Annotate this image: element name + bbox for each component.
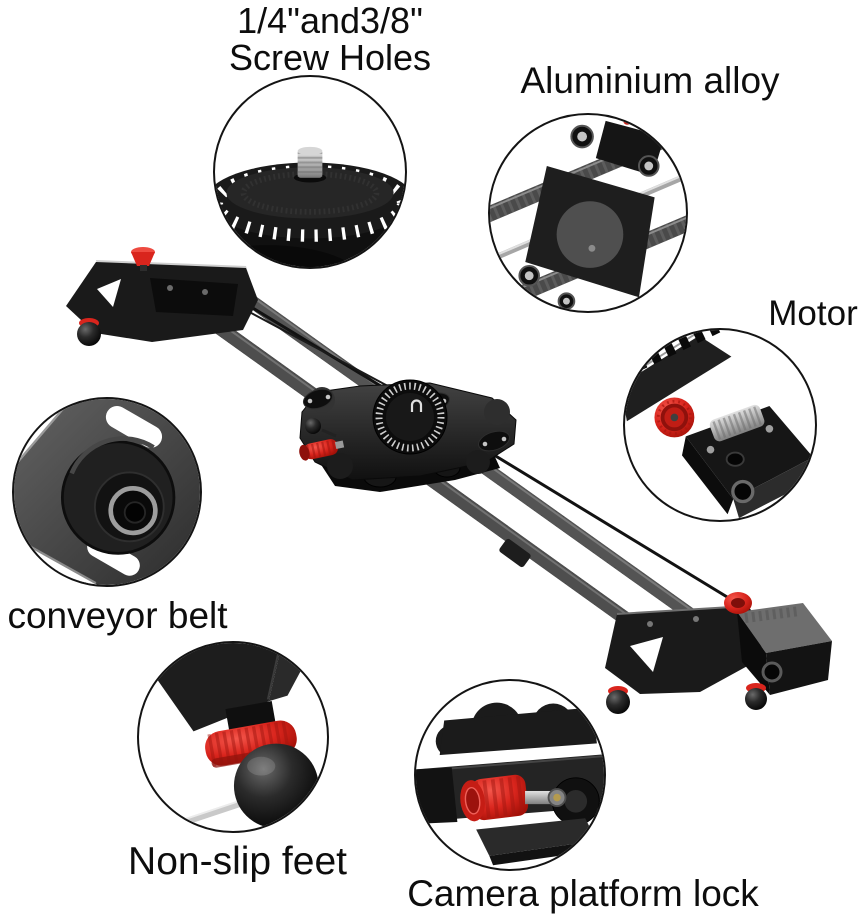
callout-circle-aluminium (488, 113, 688, 313)
left-ball-foot (77, 322, 101, 346)
slider-right-end-bracket (605, 592, 832, 714)
callout-circle-non-slip-feet (137, 641, 329, 833)
screw-mount-close-up (215, 146, 405, 267)
motor-close-up (625, 330, 814, 519)
callout-label-screw-holes: 1/4"and3/8" Screw Holes (170, 2, 490, 76)
platform-lock-close-up (416, 702, 604, 866)
callout-circle-conveyor-belt (12, 397, 202, 587)
motor-box (737, 603, 832, 653)
callout-circle-motor (623, 328, 817, 522)
right-ball-foot-1 (606, 690, 630, 714)
screw-holes-label-line2: Screw Holes (228, 37, 432, 79)
callout-label-aluminium: Aluminium alloy (520, 60, 780, 101)
callout-circle-camera-platform-lock (414, 679, 606, 871)
non-slip-foot-close-up (154, 643, 319, 831)
right-ball-foot-2 (745, 688, 767, 710)
motor-jack-port (761, 661, 783, 683)
callout-label-camera-platform-lock: Camera platform lock (407, 873, 759, 914)
carriage-ball-lever (305, 418, 321, 434)
rail-clamp-tab (499, 538, 531, 568)
callout-label-motor: Motor (768, 294, 858, 333)
slider-carriage (299, 379, 517, 492)
conveyor-belt-pulley-close-up (14, 399, 200, 585)
screw-holes-label-line1: 1/4"and3/8" (237, 0, 423, 41)
callout-label-non-slip-feet: Non-slip feet (128, 840, 347, 883)
callout-circle-screw-holes (213, 75, 407, 269)
platform-lock-red-knob (460, 774, 529, 822)
callout-label-conveyor-belt: conveyor belt (7, 595, 228, 636)
motor-jack-close-up (731, 479, 755, 504)
slider-left-end-bracket (66, 247, 258, 346)
carriage-lock-knob (299, 439, 345, 461)
aluminium-frame-close-up (490, 116, 686, 311)
